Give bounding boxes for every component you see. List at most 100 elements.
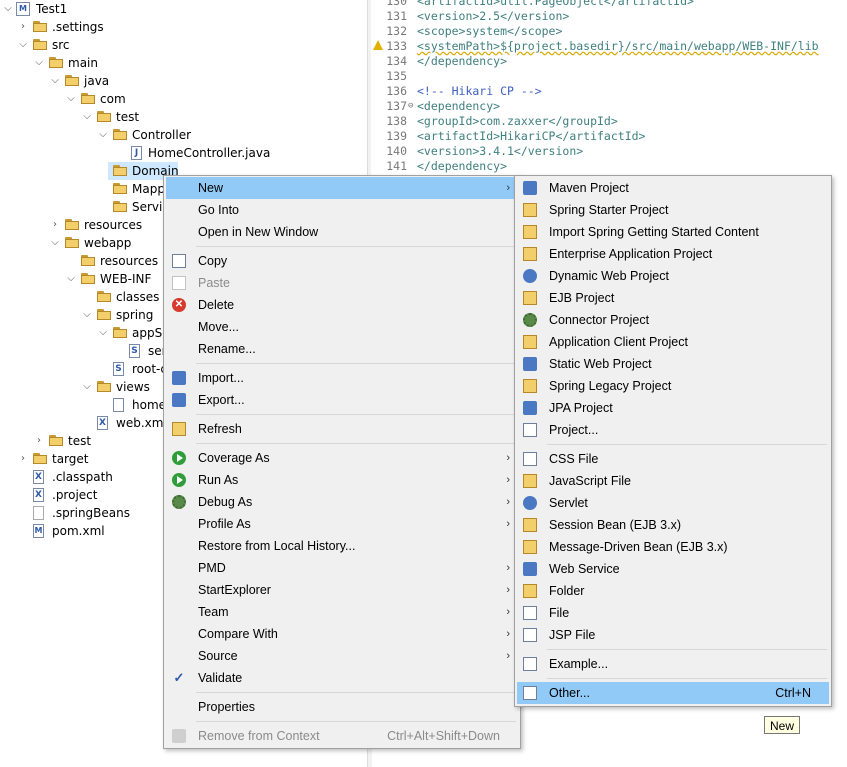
menu-item-team[interactable]: Team ›	[166, 601, 518, 623]
menu-item-debug-as[interactable]: Debug As ›	[166, 491, 518, 513]
menu-item-session-bean[interactable]: Session Bean (EJB 3.x)	[517, 514, 829, 536]
tree-item-domain[interactable]: Domain	[108, 162, 179, 180]
menu-item-spring-import[interactable]: Import Spring Getting Started Content	[517, 221, 829, 243]
chevron-down-icon[interactable]: ⌵	[35, 57, 43, 68]
menu-item-import[interactable]: Import...	[166, 367, 518, 389]
chevron-down-icon[interactable]: ⌵	[67, 273, 75, 284]
menu-item-label: Move...	[198, 320, 239, 334]
tree-item-pom-xml[interactable]: M pom.xml	[0, 522, 165, 540]
menu-item-new[interactable]: New ›	[166, 177, 518, 199]
menu-item-connector-project[interactable]: Connector Project	[517, 309, 829, 331]
menu-item-dynamic-web[interactable]: Dynamic Web Project	[517, 265, 829, 287]
menu-item-web-service[interactable]: Web Service	[517, 558, 829, 580]
chevron-down-icon[interactable]: ⌵	[99, 327, 107, 338]
chevron-down-icon[interactable]: ⌵	[4, 3, 12, 14]
menu-item-paste[interactable]: Paste	[166, 272, 518, 294]
menu-item-ejb-project[interactable]: EJB Project	[517, 287, 829, 309]
menu-item-go-into[interactable]: Go Into	[166, 199, 518, 221]
tree-item-label: home	[132, 398, 167, 412]
menu-item-css-file[interactable]: CSS File	[517, 448, 829, 470]
pom-editor[interactable]: 130 <artifactId>util.PageObject</artifac…	[371, 0, 847, 175]
tree-item-classes[interactable]: classes	[0, 288, 165, 306]
menu-item-label: Rename...	[198, 342, 256, 356]
chevron-down-icon[interactable]: ⌵	[83, 381, 91, 392]
warning-icon[interactable]	[373, 40, 383, 50]
menu-item-coverage-as[interactable]: Coverage As ›	[166, 447, 518, 469]
menu-item-rename[interactable]: Rename...	[166, 338, 518, 360]
menu-item-project[interactable]: Project...	[517, 419, 829, 441]
tree-item-service[interactable]: Servic	[0, 198, 169, 216]
tree-item-homecontroller[interactable]: J HomeController.java	[0, 144, 270, 162]
menu-item-enterprise-app[interactable]: Enterprise Application Project	[517, 243, 829, 265]
chevron-down-icon[interactable]: ⌵	[51, 237, 59, 248]
chevron-down-icon[interactable]: ⌵	[19, 39, 27, 50]
menu-item-jpa-project[interactable]: JPA Project	[517, 397, 829, 419]
menu-item-properties[interactable]: Properties	[166, 696, 518, 718]
tree-item-src[interactable]: ⌵ src	[0, 36, 200, 54]
menu-item-static-web[interactable]: Static Web Project	[517, 353, 829, 375]
tree-item-test[interactable]: › test	[0, 432, 165, 450]
menu-item-file[interactable]: File	[517, 602, 829, 624]
chevron-down-icon[interactable]: ⌵	[99, 129, 107, 140]
chevron-right-icon[interactable]: ›	[37, 435, 41, 446]
tree-item-home-jsp[interactable]: home	[0, 396, 167, 414]
menu-item-maven-project[interactable]: Maven Project	[517, 177, 829, 199]
menu-item-js-file[interactable]: JavaScript File	[517, 470, 829, 492]
menu-item-validate[interactable]: ✓ Validate	[166, 667, 518, 689]
menu-item-pmd[interactable]: PMD ›	[166, 557, 518, 579]
tree-item-test-package[interactable]: ⌵ test	[0, 108, 200, 126]
tree-item-com[interactable]: ⌵ com	[0, 90, 200, 108]
menu-item-spring-starter[interactable]: Spring Starter Project	[517, 199, 829, 221]
tree-item-appservlet[interactable]: ⌵ S appSe	[0, 324, 169, 342]
menu-item-other[interactable]: Other... Ctrl+N	[517, 682, 829, 704]
menu-item-copy[interactable]: Copy	[166, 250, 518, 272]
maven-pom-icon: M	[33, 524, 44, 538]
chevron-right-icon[interactable]: ›	[53, 219, 57, 230]
chevron-down-icon[interactable]: ⌵	[51, 75, 59, 86]
menu-item-profile-as[interactable]: Profile As ›	[166, 513, 518, 535]
menu-item-example[interactable]: Example...	[517, 653, 829, 675]
chevron-down-icon[interactable]: ⌵	[67, 93, 75, 104]
tree-item-project[interactable]: X .project	[0, 486, 165, 504]
menu-item-message-driven-bean[interactable]: Message-Driven Bean (EJB 3.x)	[517, 536, 829, 558]
menu-item-app-client[interactable]: Application Client Project	[517, 331, 829, 353]
menu-item-servlet[interactable]: Servlet	[517, 492, 829, 514]
menu-item-folder[interactable]: Folder	[517, 580, 829, 602]
menu-item-spring-legacy[interactable]: Spring Legacy Project	[517, 375, 829, 397]
tree-item-views[interactable]: ⌵ views	[0, 378, 165, 396]
tree-item-web-inf[interactable]: ⌵ S WEB-INF	[0, 270, 165, 288]
chevron-right-icon[interactable]: ›	[21, 453, 25, 464]
tree-item-classpath[interactable]: X .classpath	[0, 468, 165, 486]
tree-item-controller[interactable]: ⌵ Controller	[0, 126, 200, 144]
menu-item-remove-from-context[interactable]: Remove from Context Ctrl+Alt+Shift+Down	[166, 725, 518, 747]
menu-item-restore-history[interactable]: Restore from Local History...	[166, 535, 518, 557]
chevron-down-icon[interactable]: ⌵	[83, 111, 91, 122]
menu-item-delete[interactable]: ✕ Delete	[166, 294, 518, 316]
tree-item-mapper[interactable]: Mapp	[0, 180, 165, 198]
tree-item-java[interactable]: ⌵ java	[0, 72, 200, 90]
menu-item-source[interactable]: Source ›	[166, 645, 518, 667]
menu-item-export[interactable]: Export...	[166, 389, 518, 411]
menu-item-refresh[interactable]: Refresh	[166, 418, 518, 440]
tree-item-settings[interactable]: › .settings	[0, 18, 200, 36]
tree-item-spring[interactable]: ⌵ S spring	[0, 306, 165, 324]
menu-item-compare-with[interactable]: Compare With ›	[166, 623, 518, 645]
tree-item-webapp-resources[interactable]: resources	[0, 252, 165, 270]
menu-item-run-as[interactable]: Run As ›	[166, 469, 518, 491]
chevron-down-icon[interactable]: ⌵	[83, 309, 91, 320]
tree-item-main[interactable]: ⌵ S main	[0, 54, 200, 72]
fold-toggle-icon[interactable]: ⊖	[408, 101, 414, 111]
tree-item-servlet-context[interactable]: S ser	[0, 342, 167, 360]
menu-item-move[interactable]: Move...	[166, 316, 518, 338]
menu-item-jsp-file[interactable]: JSP File	[517, 624, 829, 646]
tree-item-resources[interactable]: › resources	[0, 216, 165, 234]
tree-item-web-xml[interactable]: X web.xml	[0, 414, 167, 432]
menu-item-startexplorer[interactable]: StartExplorer ›	[166, 579, 518, 601]
tree-item-springbeans[interactable]: .springBeans	[0, 504, 165, 522]
tree-item-root-context[interactable]: S root-c	[0, 360, 167, 378]
menu-item-open-new-window[interactable]: Open in New Window	[166, 221, 518, 243]
tree-item-webapp[interactable]: ⌵ S webapp	[0, 234, 165, 252]
chevron-right-icon[interactable]: ›	[21, 21, 25, 32]
tree-item-test1[interactable]: ⌵ M Test1	[0, 0, 200, 18]
tree-item-target[interactable]: › target	[0, 450, 165, 468]
